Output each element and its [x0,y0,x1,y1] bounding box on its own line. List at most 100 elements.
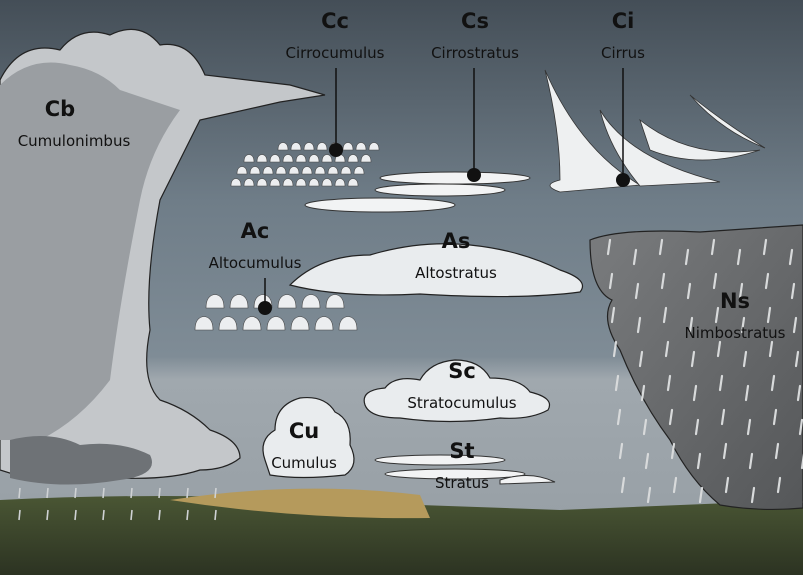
cumulus-cloud [262,396,355,479]
rain-streak [666,374,672,392]
rain-streak [750,486,756,504]
rain-streak [640,384,646,402]
cirrocumulus-cloudlet [316,142,328,151]
rain-streak [692,384,698,402]
ns-name-label: Nimbostratus [685,324,786,342]
cirrus-pointer-dot [616,173,630,187]
rain-streak [130,487,133,499]
rain-streak [214,487,217,499]
rain-streak [748,452,754,470]
rain-streak [722,442,728,460]
rain-streak [636,316,642,334]
rain-streak [618,442,624,460]
rain-streak [646,486,652,504]
rain-streak [744,384,750,402]
cu-abbreviation: Cu [289,419,319,443]
rain-streak [158,509,161,521]
rain-streak [724,476,730,494]
altocumulus-cloudlet [301,294,321,309]
rain-streak [792,316,798,334]
cirrocumulus-cloudlet [275,166,287,175]
altocumulus-pointer-dot [258,301,272,315]
rain-streak [186,487,189,499]
cirrocumulus-cloudlet [347,154,359,163]
rain-streak [634,282,640,300]
cb-name-label: Cumulonimbus [18,132,131,150]
cirrocumulus-cloudlet [321,154,333,163]
cirrocumulus-cloudlet [269,154,281,163]
rain-streak [620,476,626,494]
rain-streak [690,350,696,368]
stratocumulus-cloud [363,359,551,423]
altocumulus-cloudlet [277,294,297,309]
ac-name-label: Altocumulus [209,254,302,272]
cirrocumulus-cloudlet [303,142,315,151]
cirrocumulus-cloudlet [230,178,242,187]
rain-streak [766,306,772,324]
rain-streak [696,452,702,470]
rain-streak [18,509,21,521]
rain-streak [102,487,105,499]
cirrocumulus-cloudlet [301,166,313,175]
rain-streak [186,509,189,521]
ci-name-label: Cirrus [601,44,645,62]
rain-streak [736,248,742,266]
cirrocumulus-cloudlet [243,154,255,163]
cirrocumulus-cloudlet [290,142,302,151]
altocumulus-cloudlet [266,316,286,331]
rain-streak [658,238,664,256]
rain-streak [746,418,752,436]
rain-streak [672,476,678,494]
rain-streak [660,272,666,290]
rain-streak [688,316,694,334]
rain-streak [738,282,744,300]
rain-streak [612,340,618,358]
rain-streak [74,509,77,521]
cirrocumulus-cloudlet [308,154,320,163]
cirrus-cloud [544,69,766,193]
cirrocumulus-cloudlet [256,154,268,163]
rain-streak [712,272,718,290]
rain-streak [130,509,133,521]
ac-abbreviation: Ac [241,219,270,243]
rain-streak [214,509,217,521]
cirrostratus-pointer-dot [467,168,481,182]
rain-streak [768,340,774,358]
altocumulus-cloudlet [314,316,334,331]
cirrocumulus-cloudlet [340,166,352,175]
cirrocumulus-cloudlet [249,166,261,175]
rain-streak [638,350,644,368]
cirrocumulus-cloudlet [256,178,268,187]
ci-abbreviation: Ci [612,9,635,33]
cc-abbreviation: Cc [321,9,349,33]
rain-streak [740,316,746,334]
cirrocumulus-cloudlet [262,166,274,175]
altocumulus-cloudlet [290,316,310,331]
cirrocumulus-cloudlet [282,178,294,187]
as-name-label: Altostratus [415,264,497,282]
rain-streaks [18,238,803,521]
cs-abbreviation: Cs [461,9,489,33]
as-abbreviation: As [442,229,471,253]
rain-streak [684,248,690,266]
cirrocumulus-cloudlet [277,142,289,151]
cirrocumulus-cloudlet [295,154,307,163]
altocumulus-cloudlet [325,294,345,309]
cirrocumulus-cloudlet [368,142,380,151]
rain-streak [774,442,780,460]
cirrocumulus-cloudlet [236,166,248,175]
rain-streak [776,476,782,494]
ground [0,496,803,575]
cirrocumulus-cloudlet [321,178,333,187]
rain-streak [790,282,796,300]
rain-streak [686,282,692,300]
rain-streak [720,408,726,426]
cirrocumulus-cloudlet [347,178,359,187]
altocumulus-cloudlet [242,316,262,331]
rain-streak [644,452,650,470]
altocumulus-cloudlet [205,294,225,309]
rain-streak [18,487,21,499]
rain-streak [788,248,794,266]
st-name-label: Stratus [435,474,489,492]
